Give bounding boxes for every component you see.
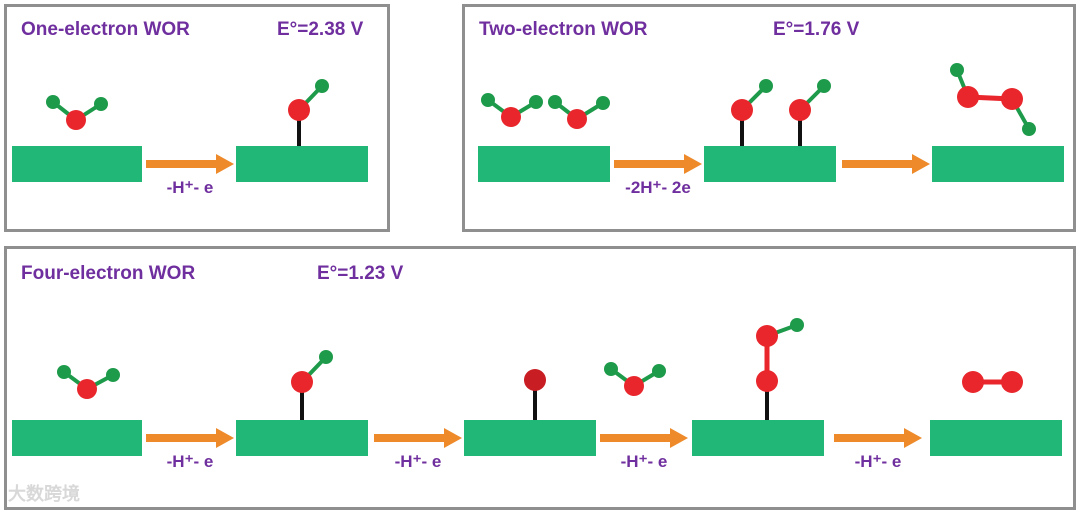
adsorbed-hydroperoxyl-icon <box>756 318 804 420</box>
reaction-arrow-icon <box>600 428 688 448</box>
watermark-logo: 大数跨境 <box>8 480 80 506</box>
panel-potential: E°=1.76 V <box>773 19 860 40</box>
reaction-arrow-icon <box>146 428 234 448</box>
catalyst-surface <box>12 146 142 182</box>
reaction-arrow-icon <box>842 154 930 174</box>
catalyst-surface <box>12 420 142 456</box>
panel-title: One-electron WOR <box>21 19 190 40</box>
panel-title: Two-electron WOR <box>479 19 648 40</box>
reaction-arrow-icon <box>374 428 462 448</box>
step-label: -H⁺- e <box>394 452 442 471</box>
oxygen-molecule-icon <box>962 371 1023 393</box>
catalyst-surface <box>692 420 824 456</box>
adsorbed-oxygen-icon <box>524 369 546 420</box>
step-label: -H⁺- e <box>854 452 902 471</box>
reaction-arrow-icon <box>614 154 702 174</box>
reaction-arrow-icon <box>146 154 234 174</box>
step-label: -H⁺- e <box>166 178 214 197</box>
reaction-arrow-icon <box>834 428 922 448</box>
catalyst-surface <box>464 420 596 456</box>
catalyst-surface <box>704 146 836 182</box>
water-molecule-icon <box>481 93 543 127</box>
adsorbed-hydroxyl-icon <box>291 350 333 420</box>
water-molecule-icon <box>604 362 666 396</box>
adsorbed-hydroxyl-icon <box>288 79 329 146</box>
catalyst-surface <box>236 420 368 456</box>
hydrogen-peroxide-icon <box>950 63 1036 136</box>
step-label: -2H⁺- 2e <box>625 178 691 197</box>
catalyst-surface <box>930 420 1062 456</box>
water-molecule-icon <box>46 95 108 130</box>
panel-potential: E°=2.38 V <box>277 19 364 40</box>
water-molecule-icon <box>57 365 120 399</box>
adsorbed-hydroxyl-icon <box>731 79 773 146</box>
catalyst-surface <box>478 146 610 182</box>
adsorbed-hydroxyl-icon <box>789 79 831 146</box>
panel-title: Four-electron WOR <box>21 263 196 284</box>
watermark-text: 大数跨境 <box>8 484 80 505</box>
step-label: -H⁺- e <box>620 452 668 471</box>
catalyst-surface <box>236 146 368 182</box>
water-molecule-icon <box>548 95 610 129</box>
catalyst-surface <box>932 146 1064 182</box>
panel-two-electron: Two-electron WOR E°=1.76 V <box>462 4 1076 232</box>
panel-potential: E°=1.23 V <box>317 263 404 284</box>
step-label: -H⁺- e <box>166 452 214 471</box>
